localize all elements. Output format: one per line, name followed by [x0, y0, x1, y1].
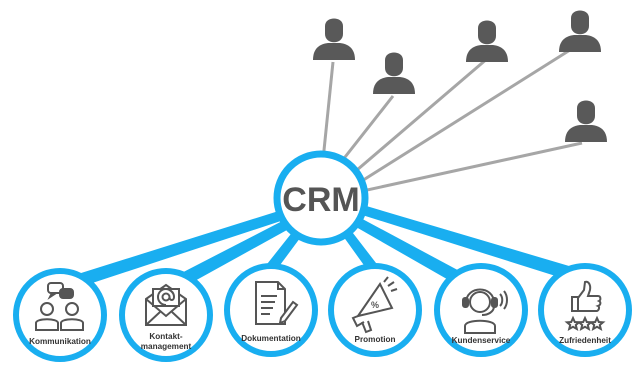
module-label: Kundenservice	[452, 336, 511, 345]
module-link-kontaktmanagement	[166, 217, 296, 293]
customer-link-4	[356, 48, 571, 186]
people-chat-icon	[35, 282, 84, 331]
modules: Kommunikation Kontakt- management	[13, 263, 632, 362]
svg-text:%: %	[371, 300, 379, 310]
thumbs-up-stars-icon	[564, 280, 606, 332]
customer-icon	[373, 52, 415, 94]
crm-hub: CRM	[273, 150, 369, 246]
headset-agent-icon	[462, 288, 508, 334]
customer-link-2	[336, 95, 395, 167]
customer-links	[321, 48, 583, 194]
crm-hub-label: CRM	[282, 181, 359, 219]
customer-icon	[565, 100, 607, 142]
customer-icon	[313, 18, 355, 60]
crm-hub-circle	[273, 150, 369, 246]
module-label: Zufriedenheit	[559, 336, 611, 345]
module-link-zufriedenheit	[359, 205, 586, 284]
module-label: Kontakt-	[149, 332, 182, 341]
module-link-kundenservice	[349, 215, 480, 294]
module-label: Kommunikation	[29, 337, 91, 346]
customer-link-3	[349, 56, 489, 178]
module-promotion[interactable]: % Promotion	[328, 263, 422, 357]
customer-icon	[559, 10, 601, 52]
customer-link-1	[321, 61, 335, 161]
module-label: Dokumentation	[241, 334, 301, 343]
module-label: management	[141, 342, 192, 351]
customers	[313, 10, 607, 142]
document-pen-icon	[255, 281, 299, 325]
module-label: Promotion	[355, 335, 396, 344]
module-links	[62, 205, 586, 294]
megaphone-percent-icon: %	[351, 276, 398, 334]
module-kommunikation[interactable]: Kommunikation	[13, 268, 107, 362]
customer-icon	[466, 20, 508, 62]
module-kundenservice[interactable]: Kundenservice	[434, 263, 528, 357]
module-link-kommunikation	[62, 209, 290, 291]
module-zufriedenheit[interactable]: Zufriedenheit	[538, 263, 632, 357]
module-kontaktmanagement[interactable]: Kontakt- management	[119, 268, 213, 362]
email-at-envelope-icon	[145, 283, 187, 326]
module-dokumentation[interactable]: Dokumentation	[224, 263, 318, 357]
customer-link-5	[357, 141, 583, 194]
